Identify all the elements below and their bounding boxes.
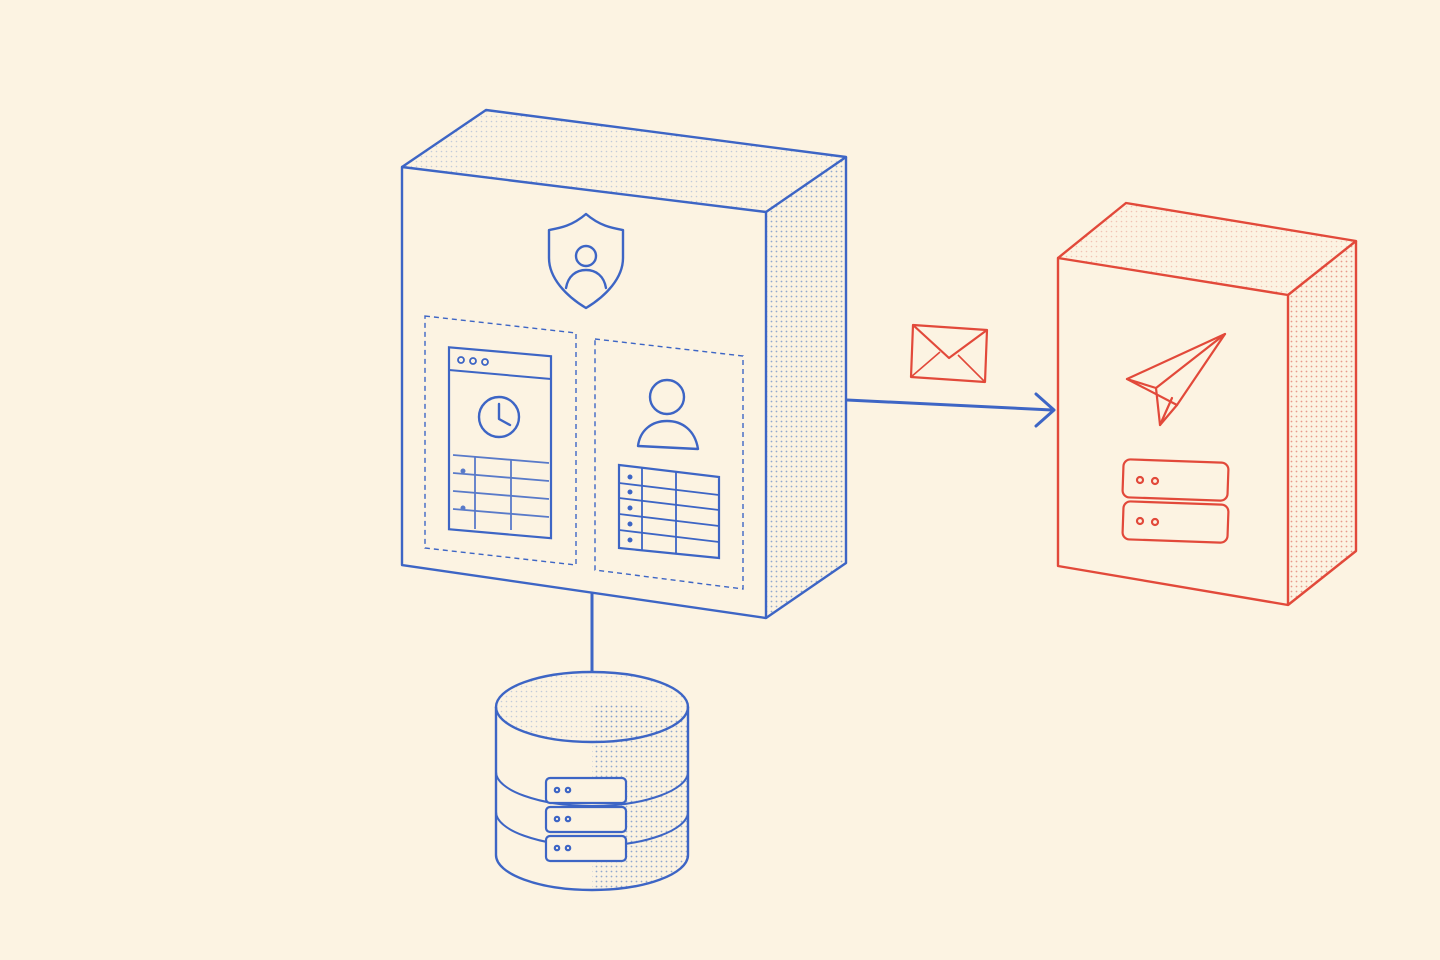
paper-plane-icon <box>1125 332 1227 427</box>
user-icon <box>636 378 700 451</box>
browser-window-icon <box>447 346 553 540</box>
database-node <box>494 670 690 892</box>
server-side-face <box>766 157 846 618</box>
edge-server-to-mail-service <box>846 392 1056 428</box>
table-icon <box>617 463 721 560</box>
clock-icon <box>477 395 521 439</box>
envelope-icon <box>909 323 989 384</box>
mail-service-top-face <box>1058 203 1356 295</box>
mail-service-side-face <box>1288 241 1356 605</box>
server-rack-icon <box>544 776 628 863</box>
server-top-face <box>402 110 846 212</box>
server-node <box>400 108 848 620</box>
table-icon <box>452 454 550 530</box>
server-rack-icon <box>1121 458 1230 544</box>
mail-service-front-face <box>1058 258 1288 605</box>
server-panel-users <box>594 338 744 590</box>
shield-user-icon <box>547 212 625 310</box>
server-panel-schedule <box>424 315 577 566</box>
mail-service-node <box>1056 201 1358 607</box>
arrowhead <box>1034 392 1056 428</box>
